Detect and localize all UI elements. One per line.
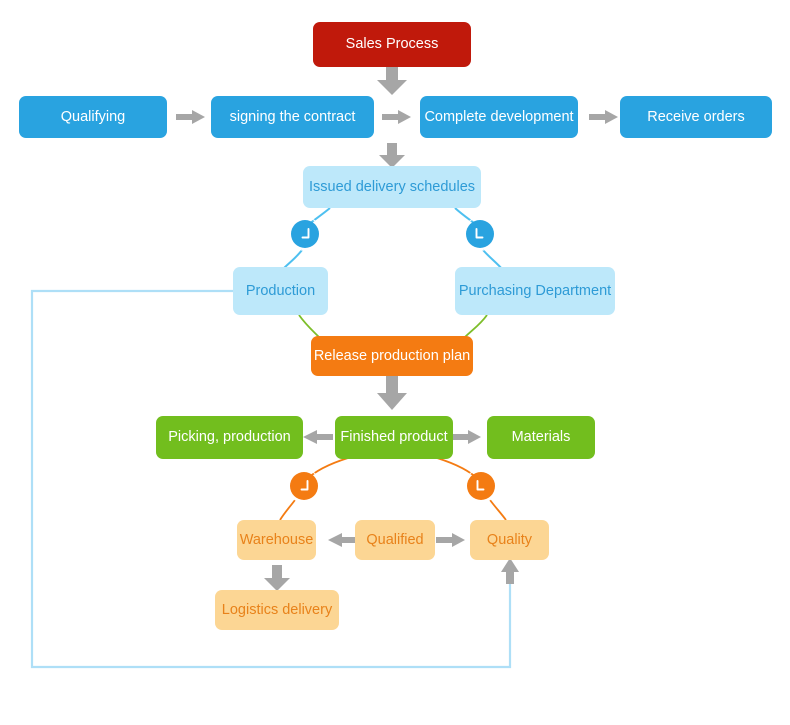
node-label: Warehouse <box>239 531 314 548</box>
edge-finished-to-quality-lower <box>489 499 507 521</box>
edge-complete-to-issued <box>379 143 405 168</box>
node-label: Purchasing Department <box>458 282 612 299</box>
node-label: Issued delivery schedules <box>308 178 476 195</box>
edge-sales-to-complete <box>377 66 407 95</box>
node-label: Receive orders <box>647 108 745 125</box>
node-label: Finished product <box>340 429 448 446</box>
edge-qualifying-to-signing <box>176 110 205 124</box>
node-purchasing-department[interactable]: Purchasing Department <box>455 267 615 315</box>
edge-complete-to-receive <box>589 110 618 124</box>
node-logistics-delivery[interactable]: Logistics delivery <box>215 590 339 630</box>
edge-production-to-release <box>298 314 321 339</box>
edge-signing-to-complete <box>382 110 411 124</box>
node-finished-product[interactable]: Finished product <box>335 416 453 459</box>
node-issued-delivery-schedules[interactable]: Issued delivery schedules <box>303 166 481 208</box>
arrow-down-left-icon <box>300 480 309 491</box>
node-picking-production[interactable]: Picking, production <box>156 416 303 459</box>
node-quality[interactable]: Quality <box>470 520 549 560</box>
node-label: Materials <box>511 429 571 446</box>
node-release-production-plan[interactable]: Release production plan <box>311 336 473 376</box>
node-warehouse[interactable]: Warehouse <box>237 520 316 560</box>
badge-production[interactable] <box>288 217 322 251</box>
badge-ring <box>463 217 497 251</box>
node-label: Quality <box>486 531 533 548</box>
node-qualifying[interactable]: Qualifying <box>19 96 167 138</box>
badge-quality[interactable] <box>464 469 498 503</box>
edge-finished-to-warehouse-lower <box>279 499 296 521</box>
node-production[interactable]: Production <box>233 267 328 315</box>
node-signing-the-contract[interactable]: signing the contract <box>211 96 374 138</box>
edge-release-to-finished <box>377 375 407 410</box>
badge-warehouse[interactable] <box>287 469 321 503</box>
node-qualified[interactable]: Qualified <box>355 520 435 560</box>
badge-purchasing[interactable] <box>463 217 497 251</box>
node-label: Complete development <box>424 108 574 125</box>
edge-warehouse-to-logistics <box>264 565 290 591</box>
arrow-down-left-icon <box>301 228 310 239</box>
edge-finished-to-materials <box>452 430 481 444</box>
edge-qualified-to-warehouse <box>328 533 358 547</box>
node-receive-orders[interactable]: Receive orders <box>620 96 772 138</box>
node-label: signing the contract <box>229 108 356 125</box>
node-sales-process[interactable]: Sales Process <box>313 22 471 67</box>
node-label: Qualifying <box>60 108 126 125</box>
node-label: Sales Process <box>345 36 439 53</box>
node-label: Release production plan <box>313 347 471 364</box>
node-label: Logistics delivery <box>221 601 333 618</box>
badge-ring <box>287 469 321 503</box>
edge-qualified-to-quality <box>436 533 465 547</box>
node-label: Picking, production <box>168 429 291 446</box>
node-label: Qualified <box>366 531 424 548</box>
edge-finished-to-picking <box>303 430 333 444</box>
node-materials[interactable]: Materials <box>487 416 595 459</box>
arrow-down-right-icon <box>476 480 485 491</box>
edge-purchasing-to-release <box>463 314 488 339</box>
node-complete-development[interactable]: Complete development <box>420 96 578 138</box>
node-label: Production <box>245 282 316 299</box>
arrow-down-right-icon <box>475 228 484 239</box>
badge-ring <box>464 469 498 503</box>
badge-ring <box>288 217 322 251</box>
